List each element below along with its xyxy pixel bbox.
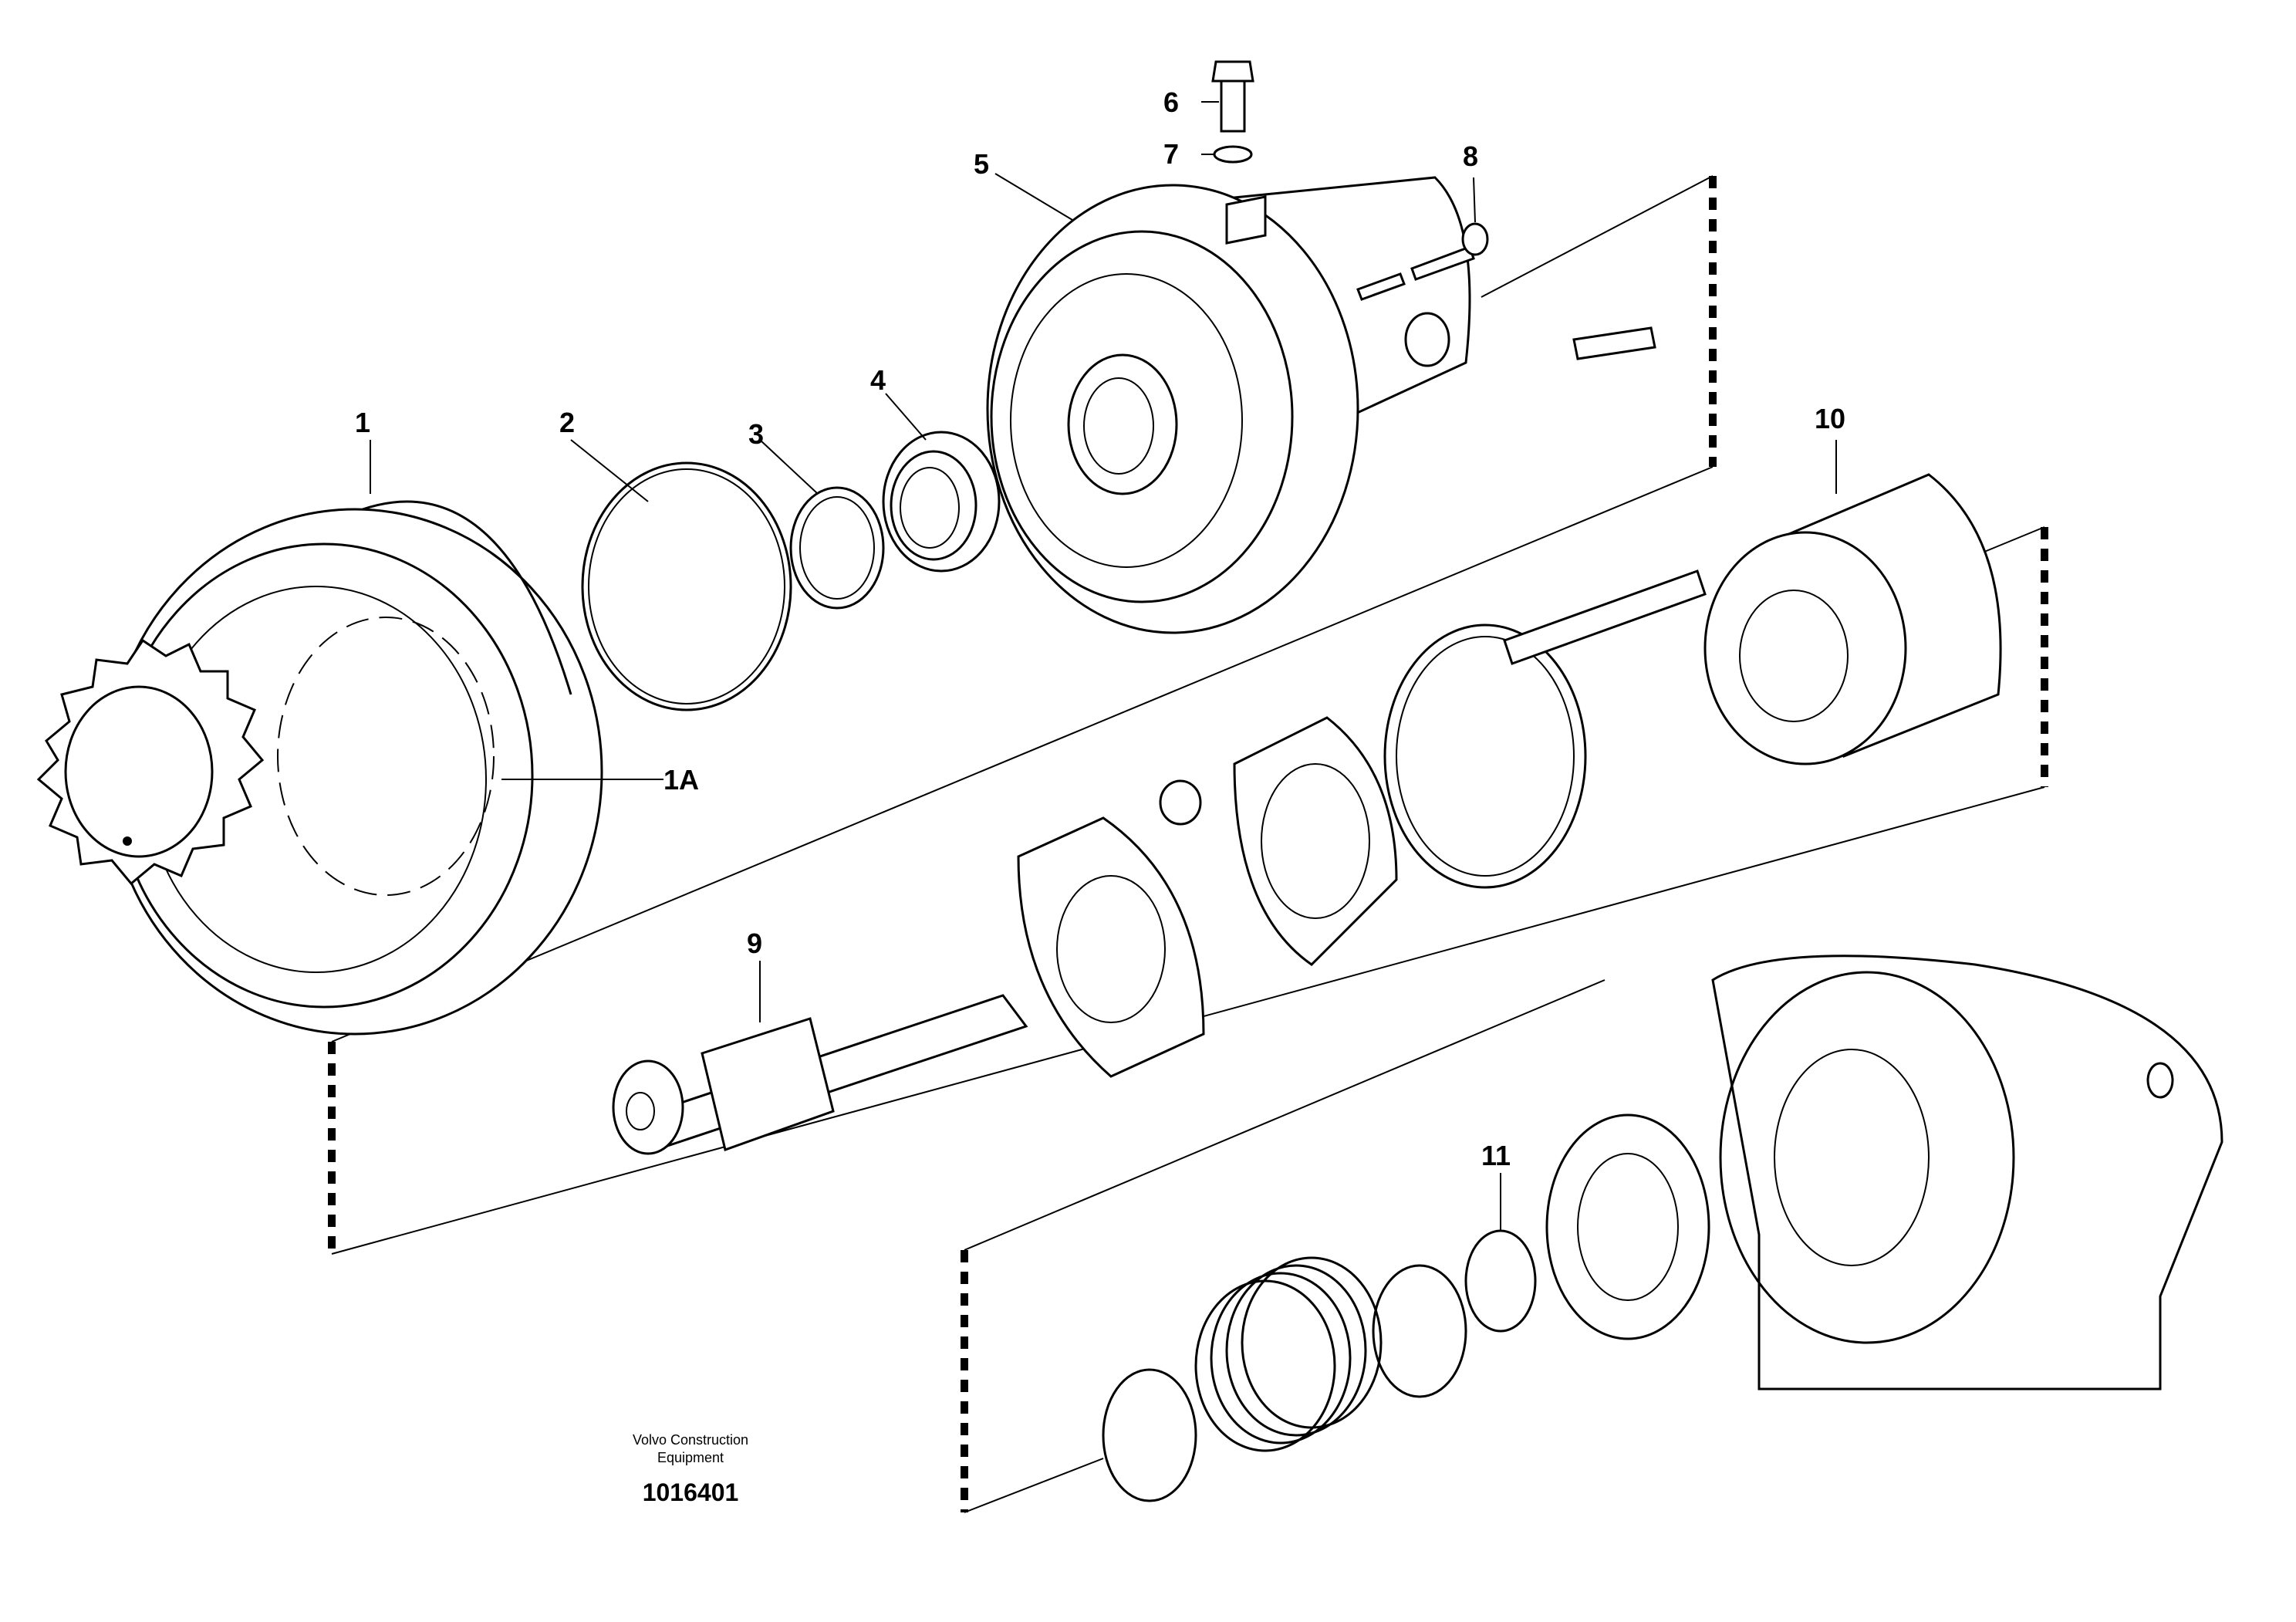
- part-11-retaining-ring: [1464, 1229, 1537, 1333]
- part-5-motor-housing: [986, 176, 1471, 634]
- publisher-block: Volvo Construction Equipment 1016401: [633, 1432, 748, 1506]
- publisher-name-line1: Volvo Construction: [633, 1432, 748, 1448]
- part-9-shaft: [612, 994, 1028, 1155]
- callout-4: 4: [870, 364, 886, 396]
- part-2-o-ring: [581, 461, 792, 711]
- dashed-frame-upper: [1709, 176, 2048, 787]
- part-8-screw: [1356, 222, 1656, 360]
- part-6-banjo-bolt: [1211, 60, 1254, 133]
- callout-1a: 1A: [663, 764, 699, 796]
- callout-11: 11: [1481, 1140, 1511, 1171]
- spring-seat-ring: [1372, 1264, 1467, 1398]
- part-7-sealing-washer: [1213, 145, 1253, 164]
- callout-7: 7: [1163, 138, 1179, 170]
- leader-lines: [370, 101, 1837, 1231]
- valve-plate: [1159, 716, 1398, 966]
- publisher-name-line2: Equipment: [657, 1450, 724, 1465]
- callout-3: 3: [748, 418, 764, 450]
- part-4-bearing: [882, 431, 1001, 573]
- spring-washer: [1102, 1368, 1197, 1502]
- callout-9: 9: [747, 928, 762, 959]
- part-1-gear-housing: [36, 500, 603, 1036]
- part-10-cylinder-block: [1503, 473, 2002, 765]
- callout-5: 5: [974, 148, 989, 180]
- friction-ring: [1383, 623, 1587, 889]
- spring-pack: [1194, 1256, 1383, 1452]
- callout-10: 10: [1815, 403, 1845, 434]
- dashed-frame-lower: [328, 1042, 968, 1512]
- port-plate-lower: [1545, 1113, 1710, 1340]
- callout-6: 6: [1163, 86, 1179, 118]
- callout-2: 2: [559, 407, 575, 438]
- base-casing: [1711, 955, 2223, 1391]
- callout-labels: 1 1A 2 3 4 5 6 7 8 9 10 11: [355, 86, 1845, 1171]
- callout-1: 1: [355, 407, 370, 438]
- part-3-retaining-ring: [789, 486, 885, 610]
- document-number: 1016401: [643, 1478, 739, 1506]
- callout-8: 8: [1463, 140, 1478, 172]
- thrust-plate: [1017, 816, 1205, 1078]
